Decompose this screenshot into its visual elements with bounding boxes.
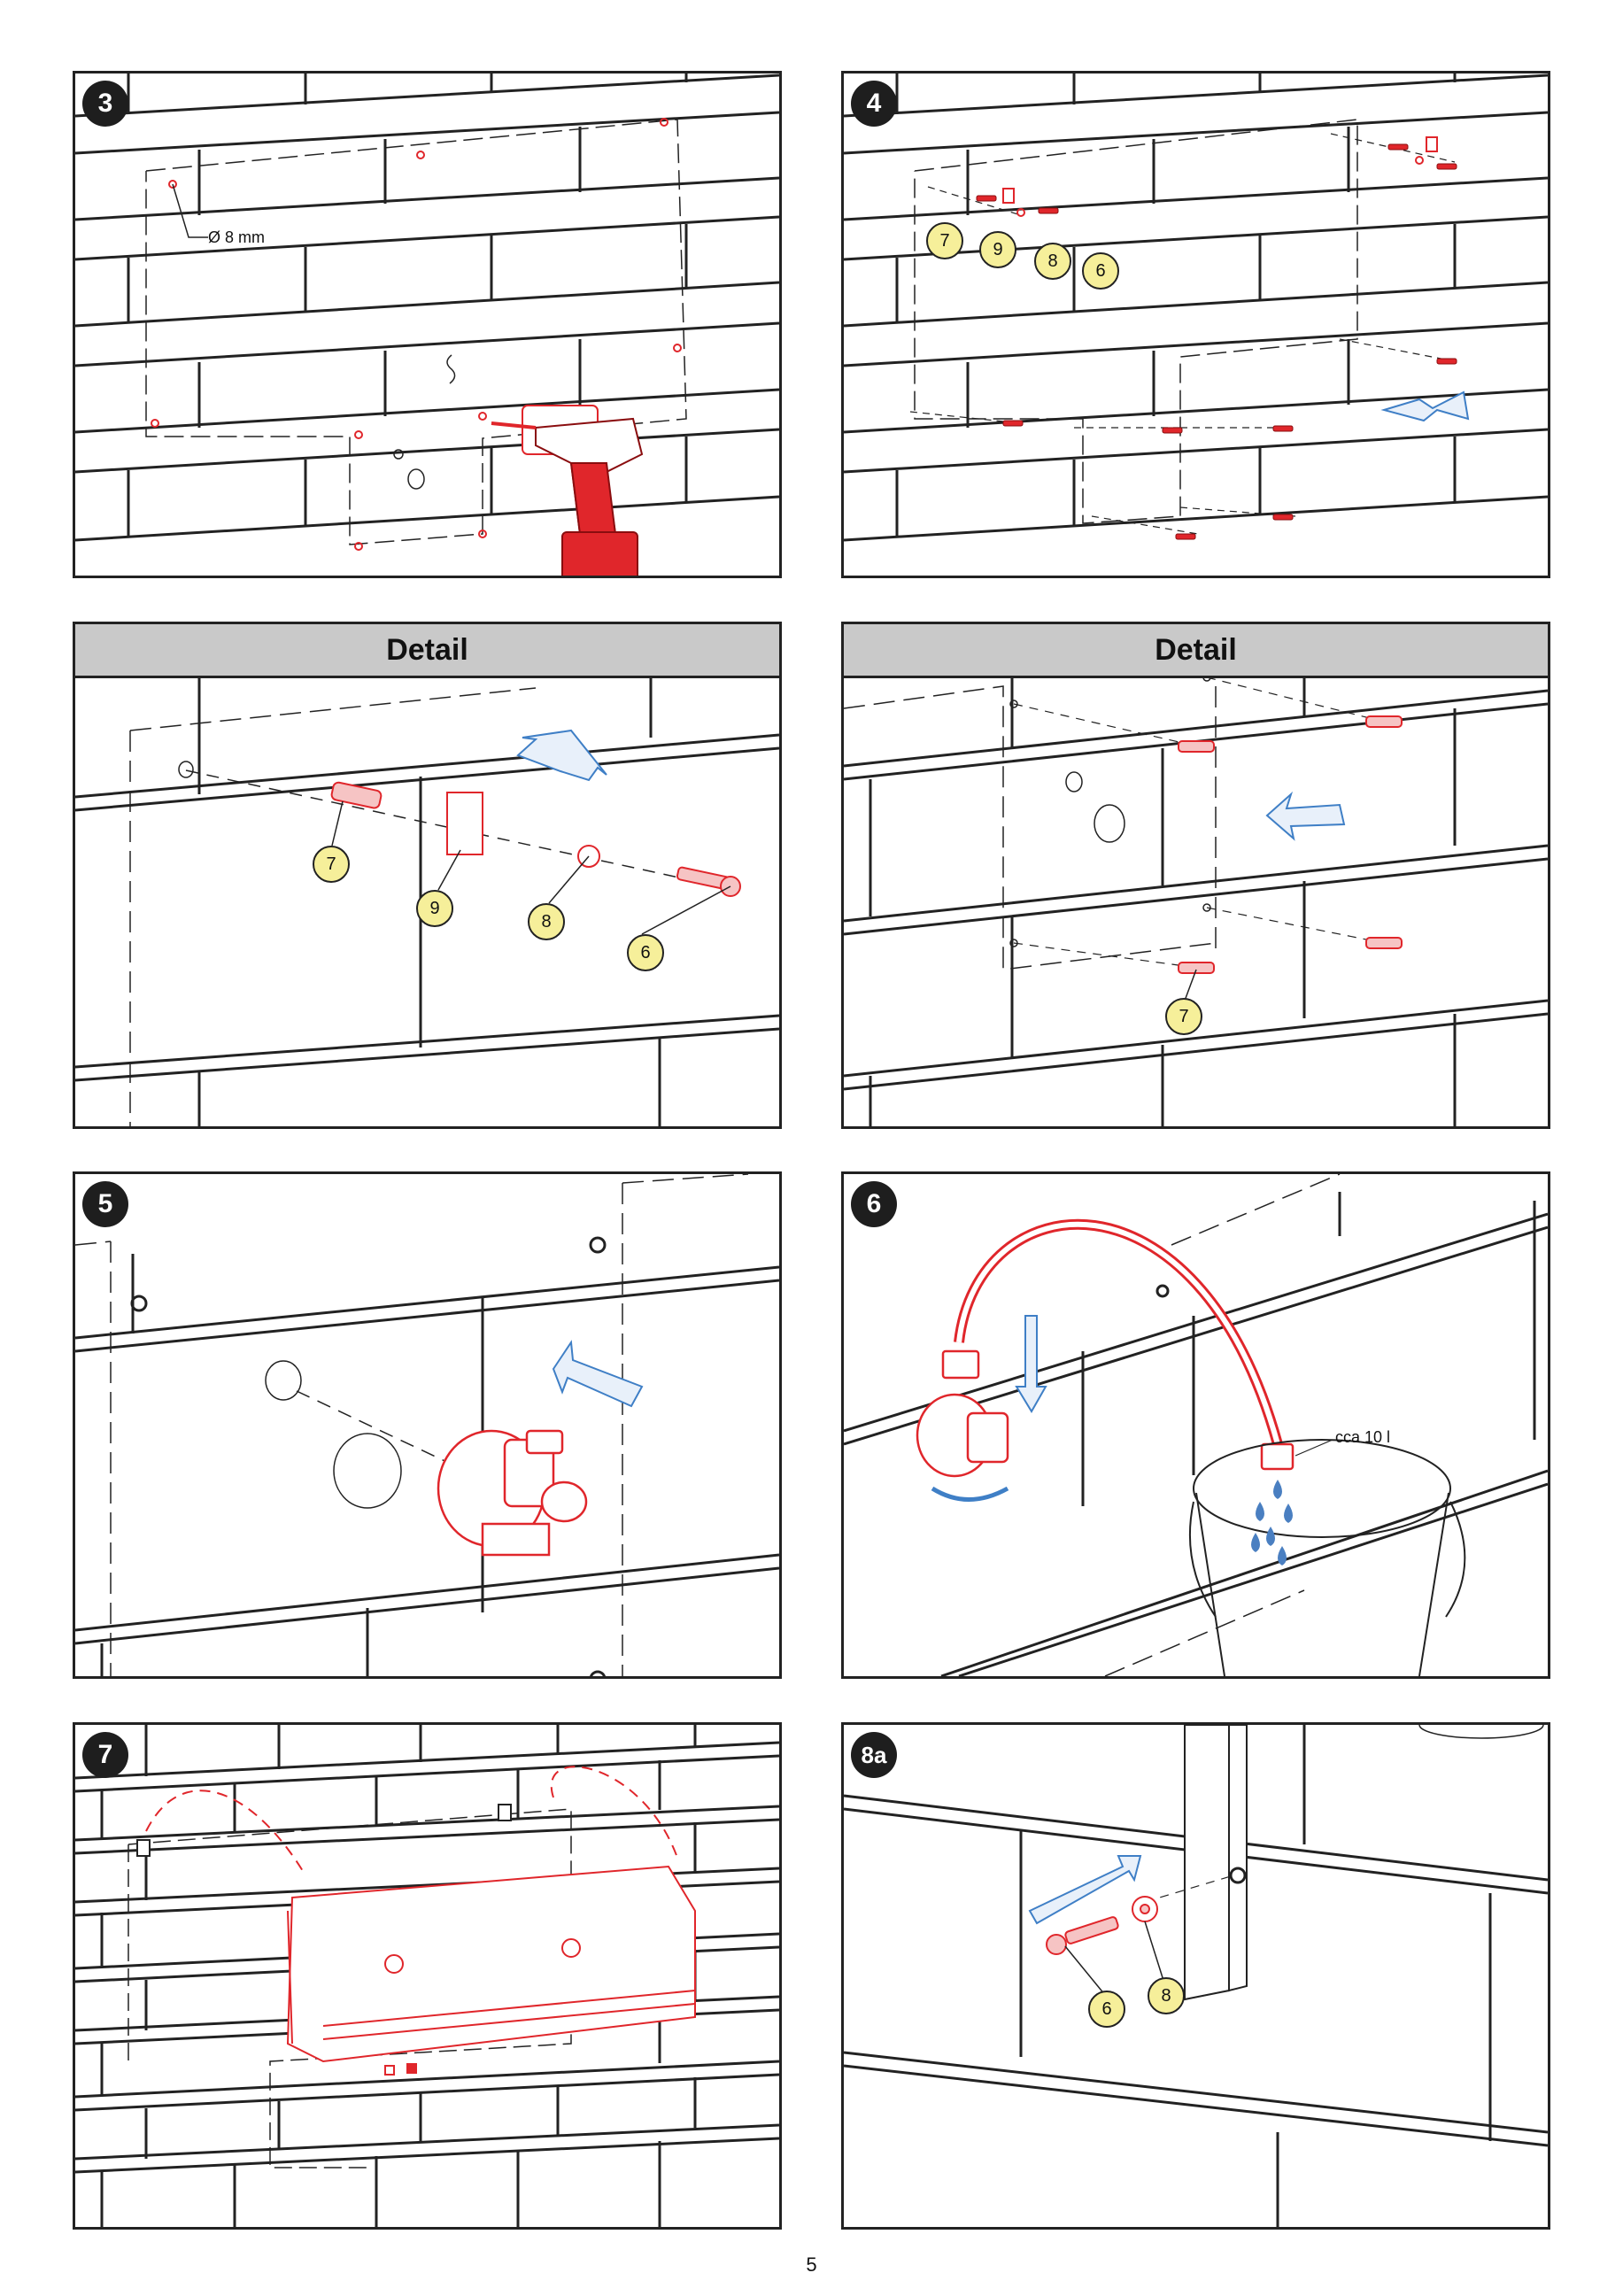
step-6-panel: 6 cca 10 l xyxy=(841,1171,1550,1679)
wall-drilling-illustration xyxy=(75,73,779,576)
step-number-badge: 7 xyxy=(82,1732,128,1778)
angle-valve-illustration xyxy=(437,1429,588,1557)
direction-arrow-icon xyxy=(1380,390,1470,422)
callout-8-washer: 8 xyxy=(1148,1977,1185,2014)
detail-title: Detail xyxy=(75,624,779,678)
direction-arrow-icon xyxy=(1028,1855,1142,1925)
step-number-badge: 8a xyxy=(851,1732,897,1778)
side-fixing-illustration xyxy=(844,1725,1548,2227)
callout-9-bracket: 9 xyxy=(979,231,1016,268)
down-arrow-icon xyxy=(1015,1315,1047,1413)
valve-install-illustration xyxy=(75,1174,779,1676)
urinal-mounting-illustration xyxy=(75,1725,779,2227)
step-number-badge: 6 xyxy=(851,1181,897,1227)
detail-title: Detail xyxy=(844,624,1548,678)
callout-8-washer: 8 xyxy=(528,903,565,940)
direction-arrow-icon xyxy=(552,1340,644,1408)
detail-1-panel: Detail 7 9 8 6 xyxy=(73,622,782,1129)
step-5-panel: 5 xyxy=(73,1171,782,1679)
page-number: 5 xyxy=(806,2253,817,2276)
water-volume-note: cca 10 l xyxy=(1335,1428,1391,1446)
callout-7-dowel: 7 xyxy=(1165,998,1202,1035)
frame-anchoring-illustration xyxy=(844,73,1548,542)
detail-fastener-illustration xyxy=(75,674,779,1126)
direction-arrow-icon xyxy=(516,729,607,782)
callout-6-screw: 6 xyxy=(627,934,664,971)
callout-6-screw: 6 xyxy=(1088,1991,1125,2028)
urinal-side-profile xyxy=(1184,1725,1248,2001)
bucket-illustration xyxy=(1188,1439,1466,1676)
step-number-badge: 4 xyxy=(851,81,897,127)
callout-9-bracket: 9 xyxy=(416,890,453,927)
rotate-arrow-icon xyxy=(931,1486,1009,1502)
detail-frame-illustration xyxy=(844,673,1548,1126)
direction-arrow-icon xyxy=(1265,791,1346,841)
callout-7-dowel: 7 xyxy=(313,846,350,883)
step-number-badge: 5 xyxy=(82,1181,128,1227)
callout-8-washer: 8 xyxy=(1034,243,1071,280)
step-8a-panel: 8a 6 8 xyxy=(841,1722,1550,2230)
step-4-panel: 4 7 9 8 6 xyxy=(841,71,1550,578)
callout-6-screw: 6 xyxy=(1082,252,1119,290)
flushing-illustration xyxy=(844,1174,1548,1676)
angle-valve-illustration xyxy=(916,1349,1295,1478)
drill-diameter-note: Ø 8 mm xyxy=(208,228,266,246)
step-number-badge: 3 xyxy=(82,81,128,127)
step-3-panel: 3 Ø 8 mm xyxy=(73,71,782,578)
detail-2-panel: Detail 7 xyxy=(841,622,1550,1129)
callout-7-dowel: 7 xyxy=(926,222,963,259)
step-7-panel: 7 xyxy=(73,1722,782,2230)
drill-illustration xyxy=(491,405,644,576)
urinal-illustration xyxy=(286,1865,696,2076)
